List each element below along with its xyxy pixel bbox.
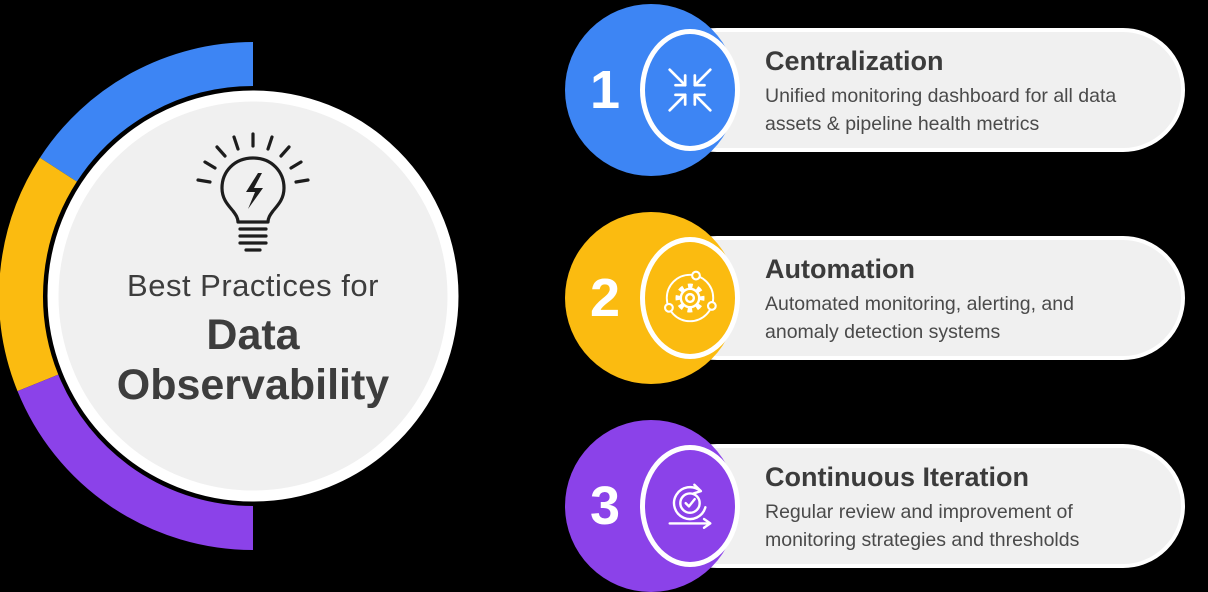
item-title: Continuous Iteration [765,462,1029,492]
item-description: Automated monitoring, alerting, and anom… [765,293,1074,343]
item-number: 3 [589,476,621,536]
item-icon-ring [640,29,740,151]
item-title: Automation [765,254,915,284]
item-title: Centralization [765,46,944,76]
item-card [655,236,1185,360]
centralize-arrows-icon [668,68,712,112]
emblem-graphic [0,42,459,550]
emblem: Best Practices for Data Observability [0,0,510,592]
item-description: Unified monitoring dashboard for all dat… [765,85,1117,135]
item-icon-ring [640,445,740,567]
emblem-title-line-2: Observability [116,361,390,409]
yellow-arc [0,157,78,392]
item-number: 1 [589,60,621,120]
item-number: 2 [589,268,621,328]
item-icon-ring [640,237,740,359]
item-card [655,444,1185,568]
loop-arrow-icon [668,483,712,529]
purple-arc [17,374,254,550]
lightbulb-icon [196,132,310,252]
emblem-subtitle: Best Practices for [127,268,379,303]
emblem-text: Best Practices for Data Observability [63,266,443,410]
emblem-title-line-1: Data [206,311,300,359]
emblem-disc [47,90,459,502]
blue-arc [39,42,254,182]
item-description: Regular review and improvement of monito… [765,501,1080,551]
gear-orbit-icon [663,270,717,323]
